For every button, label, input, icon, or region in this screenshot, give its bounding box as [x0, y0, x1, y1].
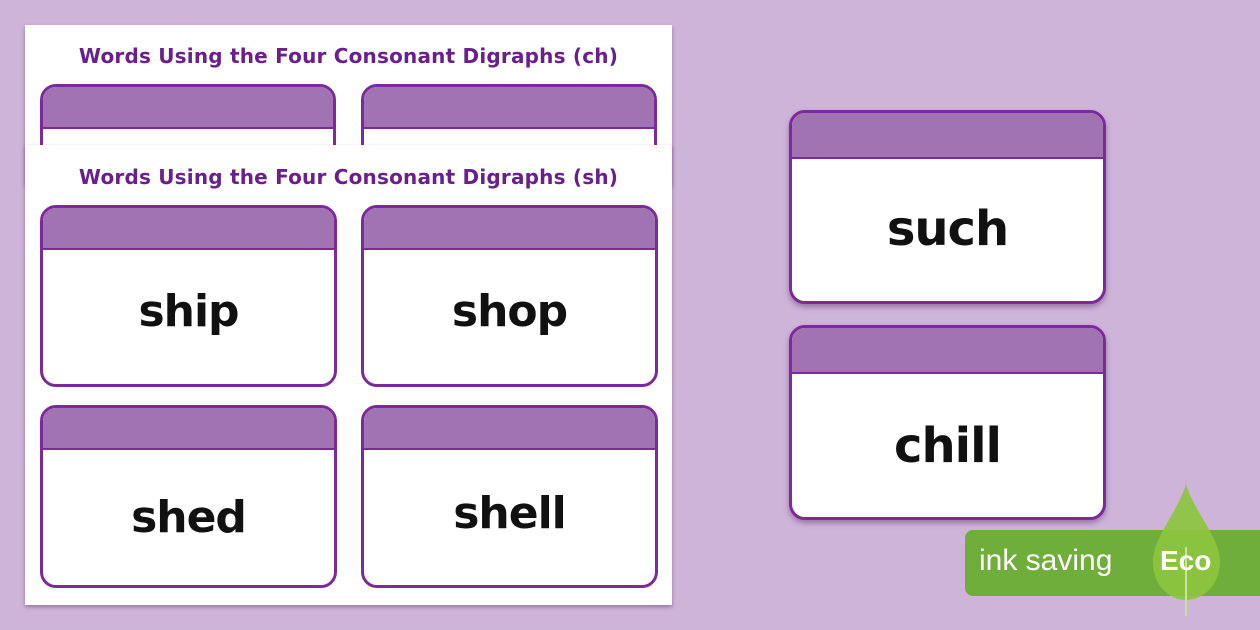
card-header	[792, 328, 1103, 374]
card-word: chill	[894, 418, 1002, 474]
page-title: Words Using the Four Consonant Digraphs …	[78, 165, 619, 189]
card-header	[364, 408, 655, 450]
card-word: ship	[138, 286, 239, 337]
card-word: shed	[131, 492, 247, 543]
card-header	[43, 87, 333, 129]
preview-card-chill: chill	[789, 325, 1106, 520]
eco-label: Eco	[1160, 545, 1212, 576]
card-header	[364, 87, 654, 129]
card-header	[364, 208, 655, 250]
leaf-icon	[1153, 484, 1220, 616]
preview-card-such: such	[789, 110, 1106, 304]
word-card: shed	[40, 405, 337, 588]
word-card: ship	[40, 205, 337, 387]
word-card: shop	[361, 205, 658, 387]
eco-badge-text: ink saving	[979, 544, 1113, 577]
card-word: such	[886, 201, 1009, 257]
card-word: shell	[453, 488, 567, 539]
card-header	[792, 113, 1103, 159]
card-word: shop	[451, 286, 568, 337]
worksheet-page-sh: Words Using the Four Consonant Digraphs …	[25, 145, 672, 605]
card-header	[43, 208, 334, 250]
card-header	[43, 408, 334, 450]
page-title: Words Using the Four Consonant Digraphs …	[78, 44, 619, 68]
word-card: shell	[361, 405, 658, 588]
